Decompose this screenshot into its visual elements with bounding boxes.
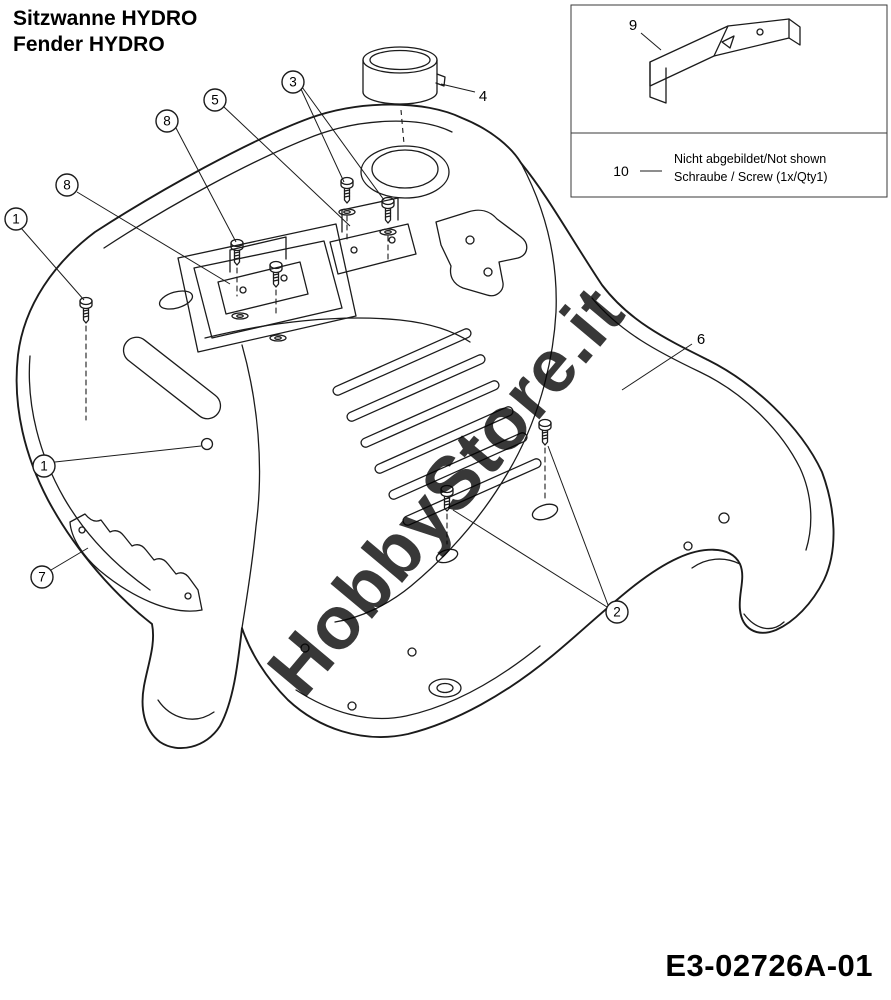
- watermark-text: HobbyStore.it: [251, 270, 640, 711]
- callout-4-label: 4: [479, 88, 487, 105]
- callout-5-number: 5: [211, 93, 219, 108]
- fuel-filler-neck: [360, 145, 450, 199]
- title-line-english: Fender HYDRO: [13, 33, 165, 56]
- callout-1-left: 1: [4, 207, 28, 231]
- note-number-10: 10: [613, 163, 629, 179]
- callout-1-lower-number: 1: [40, 459, 48, 474]
- fastener-screws: [79, 176, 552, 545]
- callout-3-number: 3: [289, 75, 297, 90]
- callout-9-label: 9: [629, 17, 637, 34]
- inset-note: 10 Nicht abgebildet/Not shown Schraube /…: [613, 152, 827, 184]
- callout-8-upper-number: 8: [163, 114, 171, 129]
- inset-bracket-part-9: [649, 18, 801, 104]
- footrest-ribs: [332, 328, 542, 526]
- callout-8-upper: 8: [155, 109, 179, 133]
- callout-1-left-number: 1: [12, 212, 20, 227]
- seat-mount-brackets: [177, 197, 528, 353]
- callout-8-lower: 8: [55, 173, 79, 197]
- callout-6-label: 6: [697, 331, 705, 348]
- callout-2: 2: [605, 600, 629, 624]
- title-line-german: Sitzwanne HYDRO: [13, 7, 198, 30]
- callout-8-lower-number: 8: [63, 178, 71, 193]
- inset-box: 9 10 Nicht abgebildet/Not shown Schraube…: [570, 4, 888, 198]
- fender-body: [15, 103, 835, 750]
- note-line-english: Schraube / Screw (1x/Qty1): [674, 170, 828, 184]
- diagram-part-code: E3-02726A-01: [665, 948, 873, 983]
- fuel-cap-part-4: [362, 46, 446, 145]
- leader-lines: [20, 83, 693, 608]
- callout-3: 3: [281, 70, 305, 94]
- callout-5: 5: [203, 88, 227, 112]
- callout-1-lower: 1: [32, 454, 56, 478]
- callout-2-number: 2: [613, 605, 621, 620]
- page-title: Sitzwanne HYDRO Fender HYDRO: [13, 6, 197, 58]
- callout-7-number: 7: [38, 570, 46, 585]
- note-line-german: Nicht abgebildet/Not shown: [674, 152, 826, 166]
- serrated-bracket-part-7: [69, 513, 203, 612]
- callout-7: 7: [30, 565, 54, 589]
